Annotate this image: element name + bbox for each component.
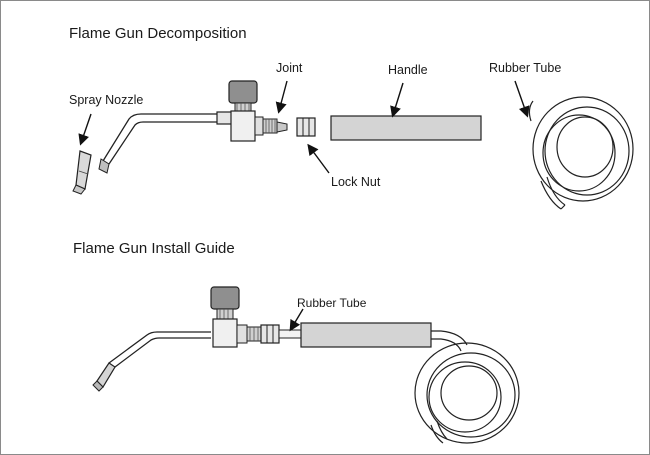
rubber-tube-coil bbox=[528, 96, 634, 210]
joint-label: Joint bbox=[276, 61, 303, 75]
lock-nut-label: Lock Nut bbox=[331, 175, 381, 189]
rubber-tube-label: Rubber Tube bbox=[489, 61, 562, 75]
handle-arrow bbox=[390, 82, 404, 118]
spray-nozzle-part bbox=[72, 150, 92, 195]
handle-label: Handle bbox=[388, 63, 428, 77]
spray-nozzle-label: Spray Nozzle bbox=[69, 93, 144, 107]
valve-assembly bbox=[228, 80, 288, 142]
decomposition-title: Flame Gun Decomposition bbox=[69, 25, 247, 42]
lock-nut-part bbox=[296, 117, 316, 137]
gun-barrel bbox=[98, 111, 234, 174]
lock-nut-arrow bbox=[307, 143, 330, 174]
install-guide-title: Flame Gun Install Guide bbox=[73, 240, 235, 257]
spray-nozzle-arrow bbox=[78, 113, 92, 146]
install-rubber-tube-coil bbox=[414, 342, 520, 444]
handle-part bbox=[330, 115, 482, 141]
install-rubber-tube-label: Rubber Tube bbox=[297, 296, 367, 310]
joint-arrow bbox=[275, 80, 288, 114]
rubber-tube-arrow bbox=[514, 80, 530, 118]
install-rubber-tube-arrow bbox=[289, 308, 304, 332]
assembled-flame-gun bbox=[92, 286, 468, 392]
